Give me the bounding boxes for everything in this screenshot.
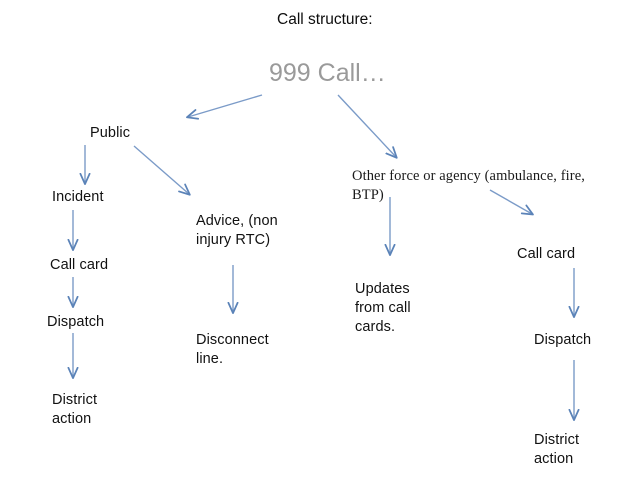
node-other-force: Other force or agency (ambulance, fire, … (352, 168, 585, 203)
node-district-action-left: District action (52, 392, 98, 427)
arrow-root-to-public (188, 94, 263, 117)
node-call-card-right: Call card (517, 246, 576, 262)
node-advice: Advice, (non injury RTC) (196, 213, 278, 248)
root-node-999-call: 999 Call… (269, 59, 386, 87)
arrow-root-to-other-force (337, 94, 396, 157)
node-dispatch-right: Dispatch (534, 332, 592, 348)
node-dispatch-left: Dispatch (47, 314, 105, 330)
node-disconnect-line: Disconnect line. (196, 332, 269, 367)
node-public: Public (90, 125, 131, 141)
node-updates: Updates from call cards. (355, 281, 411, 335)
node-incident: Incident (52, 189, 104, 205)
node-call-card-left: Call card (50, 257, 109, 273)
arrow-public-to-advice (133, 145, 189, 194)
page-title: Call structure: (277, 11, 373, 28)
node-district-action-right: District action (534, 432, 580, 467)
